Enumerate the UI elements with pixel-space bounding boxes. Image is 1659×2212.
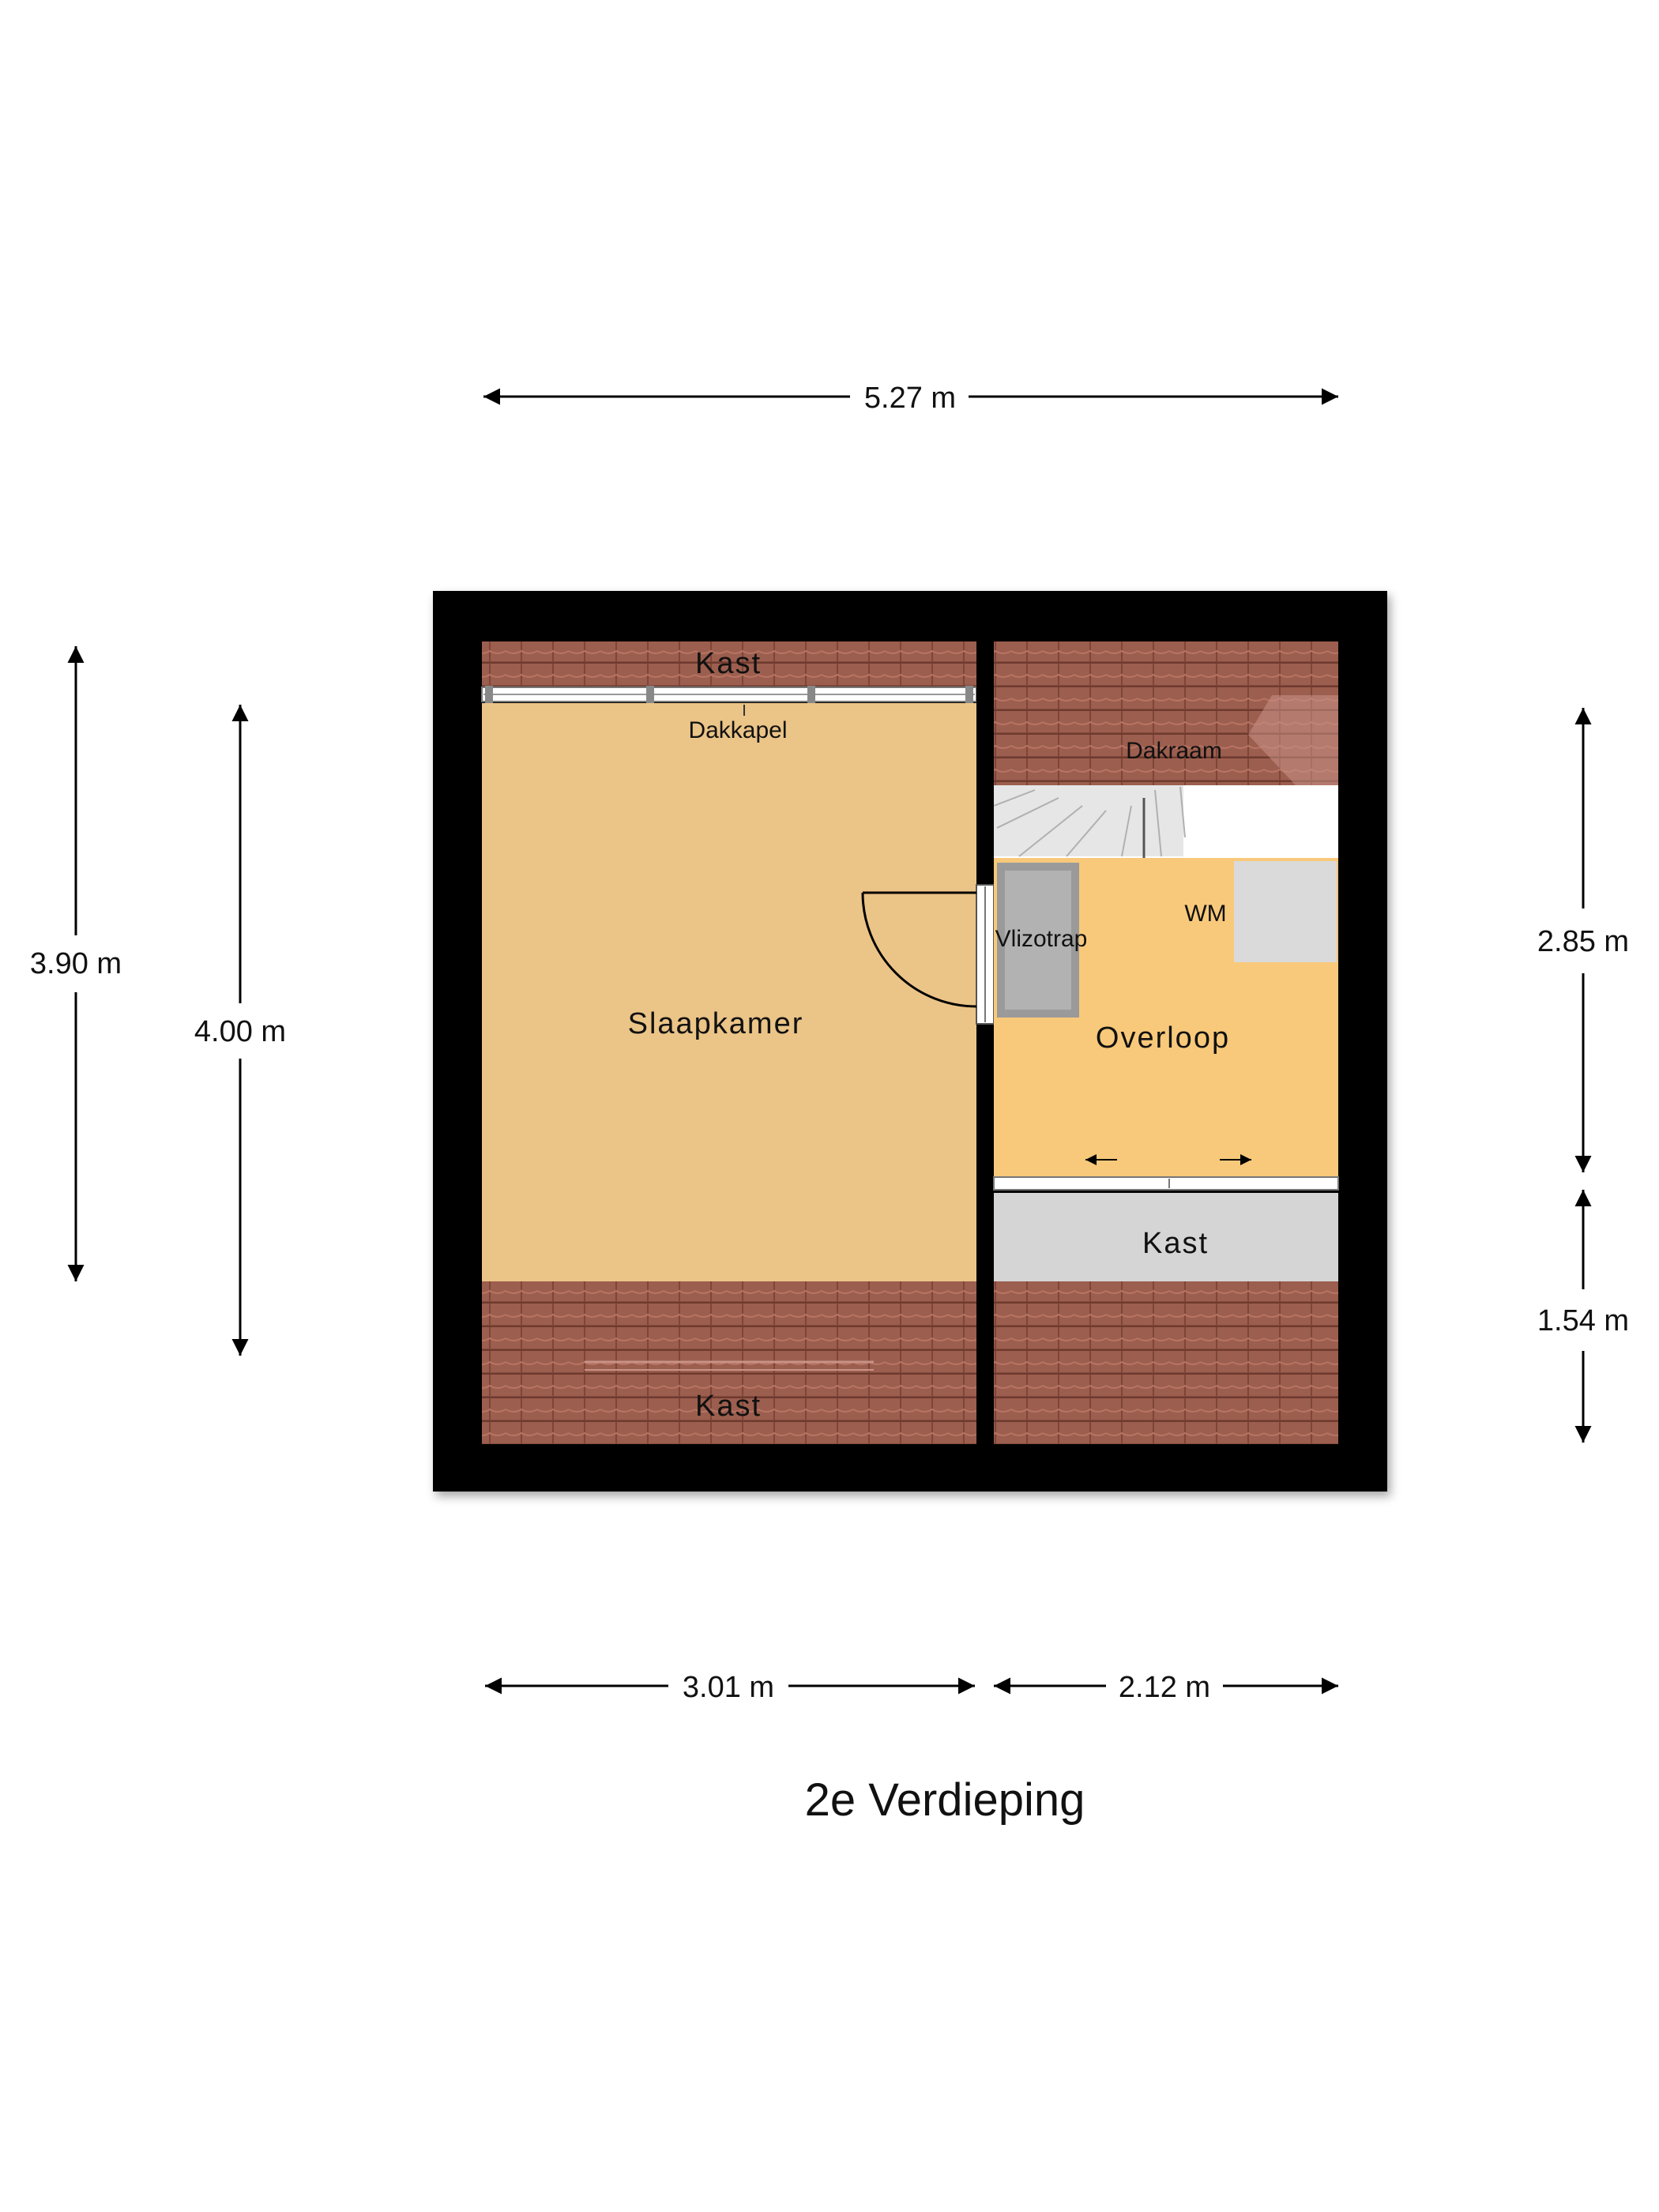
door-swing-arc <box>861 892 977 1008</box>
sliding-door <box>993 1176 1339 1191</box>
stair-step <box>1121 805 1132 857</box>
window-mullion <box>646 686 654 703</box>
floor-title: 2e Verdieping <box>805 1774 1085 1826</box>
label-overloop: Overloop <box>1096 1021 1230 1055</box>
stair-step <box>996 797 1059 829</box>
central-wall <box>976 785 994 1285</box>
dim-left-height-inner: 4.00 m <box>194 1015 286 1048</box>
window-mullion <box>965 686 973 703</box>
label-dakraam: Dakraam <box>1126 738 1222 764</box>
wall-below-slaapkamer <box>976 1280 994 1446</box>
stair-step <box>1066 810 1107 857</box>
label-kast-right: Kast <box>1142 1227 1209 1260</box>
slaapkamer-floor <box>482 703 976 1281</box>
dim-bottom-width-right: 2.12 m <box>1119 1671 1210 1704</box>
stair-step <box>1018 805 1083 857</box>
stair-step <box>1179 786 1186 838</box>
roof-bottom-right <box>994 1281 1338 1444</box>
washing-machine <box>1234 861 1337 962</box>
kast-right-floor <box>994 1193 1338 1281</box>
dim-right-height-lower: 1.54 m <box>1537 1304 1629 1337</box>
stair-step <box>993 789 1036 807</box>
window-mullion <box>807 686 815 703</box>
stairs-shade <box>994 785 1183 856</box>
dakraam-window <box>1248 695 1338 785</box>
dim-left-height-outer: 3.90 m <box>30 947 122 980</box>
label-wm: WM <box>1184 901 1226 927</box>
label-slaapkamer: Slaapkamer <box>628 1007 804 1040</box>
label-vlizotrap: Vlizotrap <box>995 926 1088 952</box>
dim-overall-width: 5.27 m <box>864 382 956 415</box>
window-mullion <box>485 686 493 703</box>
label-dakkapel: Dakkapel <box>688 717 787 743</box>
dim-bottom-width-left: 3.01 m <box>683 1671 774 1704</box>
label-kast-top: Kast <box>695 647 762 680</box>
vlizotrap-hatch-inner <box>1005 871 1071 1010</box>
label-kast-bottom: Kast <box>695 1390 762 1423</box>
wall-divider-top <box>976 641 994 703</box>
dim-right-height-upper: 2.85 m <box>1537 925 1629 958</box>
stair-step <box>1154 789 1162 857</box>
